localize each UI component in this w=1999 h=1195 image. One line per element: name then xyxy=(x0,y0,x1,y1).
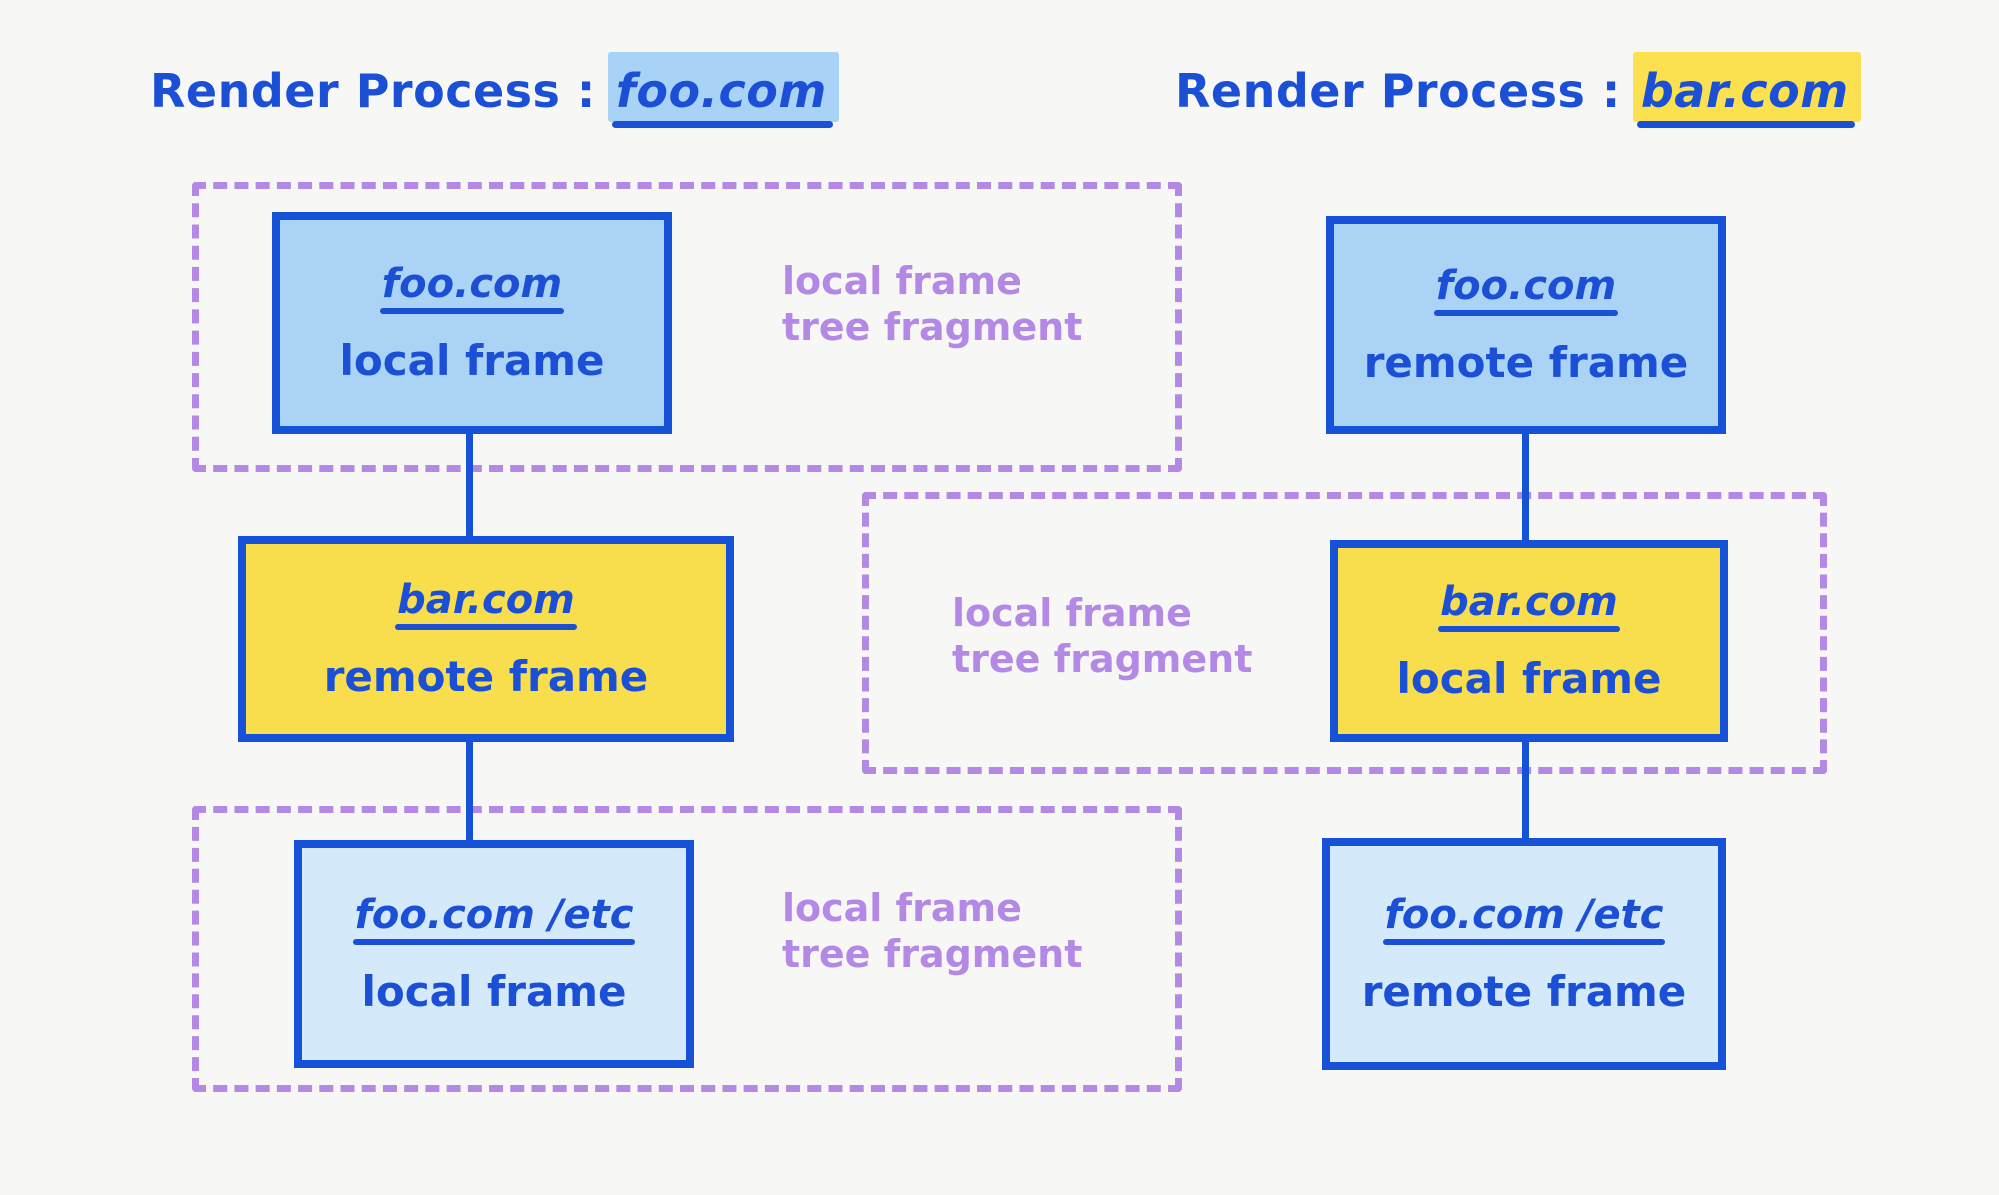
frame-kind-right-foo: remote frame xyxy=(1363,337,1689,387)
frame-box-right-foo[interactable]: foo.com remote frame xyxy=(1326,216,1726,434)
render-process-title-foo: Render Process : foo.com xyxy=(150,52,839,128)
connector-left-2 xyxy=(466,738,473,848)
frame-kind-right-foo-etc: remote frame xyxy=(1361,966,1687,1016)
frame-kind-left-foo: local frame xyxy=(339,335,605,385)
fragment-label-bottom-left: local frame tree fragment xyxy=(782,886,1083,977)
frame-box-left-bar[interactable]: bar.com remote frame xyxy=(238,536,734,742)
frame-url-left-foo-etc: foo.com /etc xyxy=(352,891,636,945)
render-process-title-bar: Render Process : bar.com xyxy=(1175,52,1861,128)
render-process-label-left: Render Process : xyxy=(150,64,596,118)
connector-right-2 xyxy=(1522,740,1529,850)
fragment-label-middle: local frame tree fragment xyxy=(952,591,1253,682)
render-process-label-right: Render Process : xyxy=(1175,64,1621,118)
frame-kind-right-bar: local frame xyxy=(1396,653,1662,703)
frame-box-left-foo-etc[interactable]: foo.com /etc local frame xyxy=(294,840,694,1068)
frame-box-left-foo[interactable]: foo.com local frame xyxy=(272,212,672,434)
connector-left-1 xyxy=(466,430,473,540)
frame-kind-left-bar: remote frame xyxy=(323,651,649,701)
frame-url-left-bar: bar.com xyxy=(395,576,577,630)
connector-right-1 xyxy=(1522,424,1529,550)
render-process-domain-right: bar.com xyxy=(1632,52,1861,128)
frame-box-right-foo-etc[interactable]: foo.com /etc remote frame xyxy=(1322,838,1726,1070)
frame-url-right-foo-etc: foo.com /etc xyxy=(1382,891,1666,945)
fragment-rect-bottom-left xyxy=(192,806,1182,1092)
fragment-rect-middle xyxy=(862,492,1827,774)
fragment-label-top-left: local frame tree fragment xyxy=(782,259,1083,350)
frame-url-left-foo: foo.com xyxy=(379,260,565,314)
render-process-domain-left: foo.com xyxy=(607,52,839,128)
frame-url-right-foo: foo.com xyxy=(1433,262,1619,316)
frame-box-right-bar[interactable]: bar.com local frame xyxy=(1330,540,1728,742)
frame-url-right-bar: bar.com xyxy=(1438,578,1620,632)
fragment-rect-top-left xyxy=(192,182,1182,472)
frame-kind-left-foo-etc: local frame xyxy=(361,966,627,1016)
